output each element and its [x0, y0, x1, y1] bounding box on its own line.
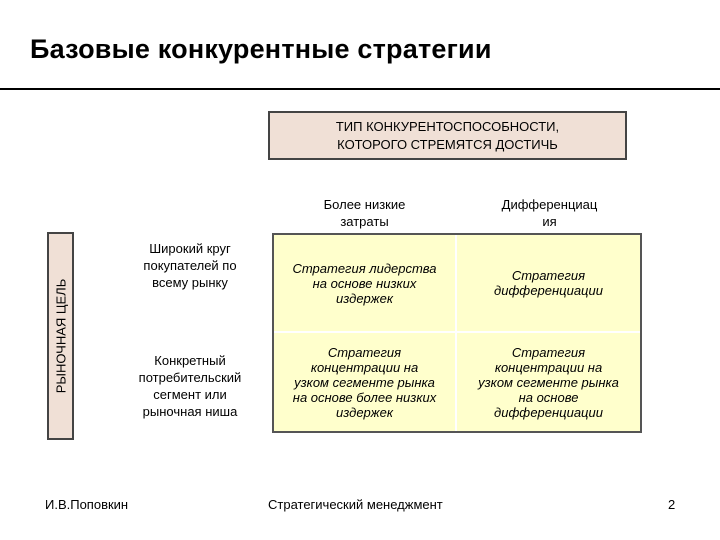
cell-cost-leadership-line-2: на основе низких — [312, 275, 417, 291]
cell-differentiation-line-1: Стратегия — [511, 268, 586, 283]
row-header-broad-line-3: всему рынку — [152, 275, 228, 290]
footer-page-number: 2 — [668, 497, 676, 512]
row-header-niche-line-3: сегмент или — [153, 387, 227, 402]
column-header-low-cost-line-2: затраты — [340, 214, 389, 229]
row-header-broad-line-1: Широкий круг — [149, 241, 231, 256]
cell-cost-leadership: Стратегия лидерства на основе низких изд… — [274, 235, 457, 333]
footer-course: Стратегический менеджмент — [268, 497, 443, 512]
cell-diff-focus-line-4: на основе — [518, 389, 579, 405]
cell-differentiation: Стратегия дифференциации — [457, 235, 640, 333]
cell-cost-leadership-line-3: издержек — [336, 290, 393, 306]
cell-cost-leadership-line-1: Стратегия лидерства — [292, 260, 437, 276]
title-divider — [0, 88, 720, 90]
cell-diff-focus-line-5: дифференциации — [494, 404, 603, 420]
row-header-broad-line-2: покупателей по — [143, 258, 237, 273]
cell-differentiation-line-2: дифференциации — [494, 283, 603, 298]
cell-cost-focus-line-2: концентрации на — [310, 359, 419, 375]
market-target-box: РЫНОЧНАЯ ЦЕЛЬ — [47, 232, 74, 440]
row-header-niche-line-1: Конкретный — [154, 353, 226, 368]
column-header-differentiation: Дифференциац ия — [457, 196, 642, 230]
row-header-niche-line-2: потребительский — [138, 370, 242, 385]
row-header-broad-market: Широкий круг покупателей по всему рынку — [110, 240, 270, 291]
competitiveness-type-line-2: КОТОРОГО СТРЕМЯТСЯ ДОСТИЧЬ — [337, 136, 558, 152]
column-header-differentiation-line-1: Дифференциац — [501, 197, 598, 212]
competitiveness-type-box: ТИП КОНКУРЕНТОСПОСОБНОСТИ, КОТОРОГО СТРЕ… — [268, 111, 627, 160]
column-header-low-cost: Более низкие затраты — [272, 196, 457, 230]
cell-differentiation-focus: Стратегия концентрации на узком сегменте… — [457, 333, 640, 431]
footer-author: И.В.Поповкин — [45, 497, 129, 512]
cell-cost-focus-line-4: на основе более низких — [292, 389, 437, 405]
column-header-differentiation-line-2: ия — [542, 214, 557, 229]
slide-title: Базовые конкурентные стратегии — [30, 34, 492, 64]
cell-diff-focus-line-3: узком сегменте рынка — [478, 374, 619, 390]
row-header-niche: Конкретный потребительский сегмент или р… — [110, 352, 270, 420]
competitiveness-type-line-1: ТИП КОНКУРЕНТОСПОСОБНОСТИ, — [335, 118, 560, 134]
cell-cost-focus: Стратегия концентрации на узком сегменте… — [274, 333, 457, 431]
cell-cost-focus-line-5: издержек — [336, 404, 393, 420]
cell-diff-focus-line-1: Стратегия — [511, 344, 586, 360]
row-header-niche-line-4: рыночная ниша — [142, 404, 238, 419]
cell-diff-focus-line-2: концентрации на — [494, 359, 603, 375]
strategy-matrix: Стратегия лидерства на основе низких изд… — [272, 233, 642, 433]
cell-cost-focus-line-1: Стратегия — [327, 344, 402, 360]
market-target-label: РЫНОЧНАЯ ЦЕЛЬ — [53, 278, 68, 394]
cell-cost-focus-line-3: узком сегменте рынка — [294, 374, 435, 390]
column-header-low-cost-line-1: Более низкие — [323, 197, 406, 212]
